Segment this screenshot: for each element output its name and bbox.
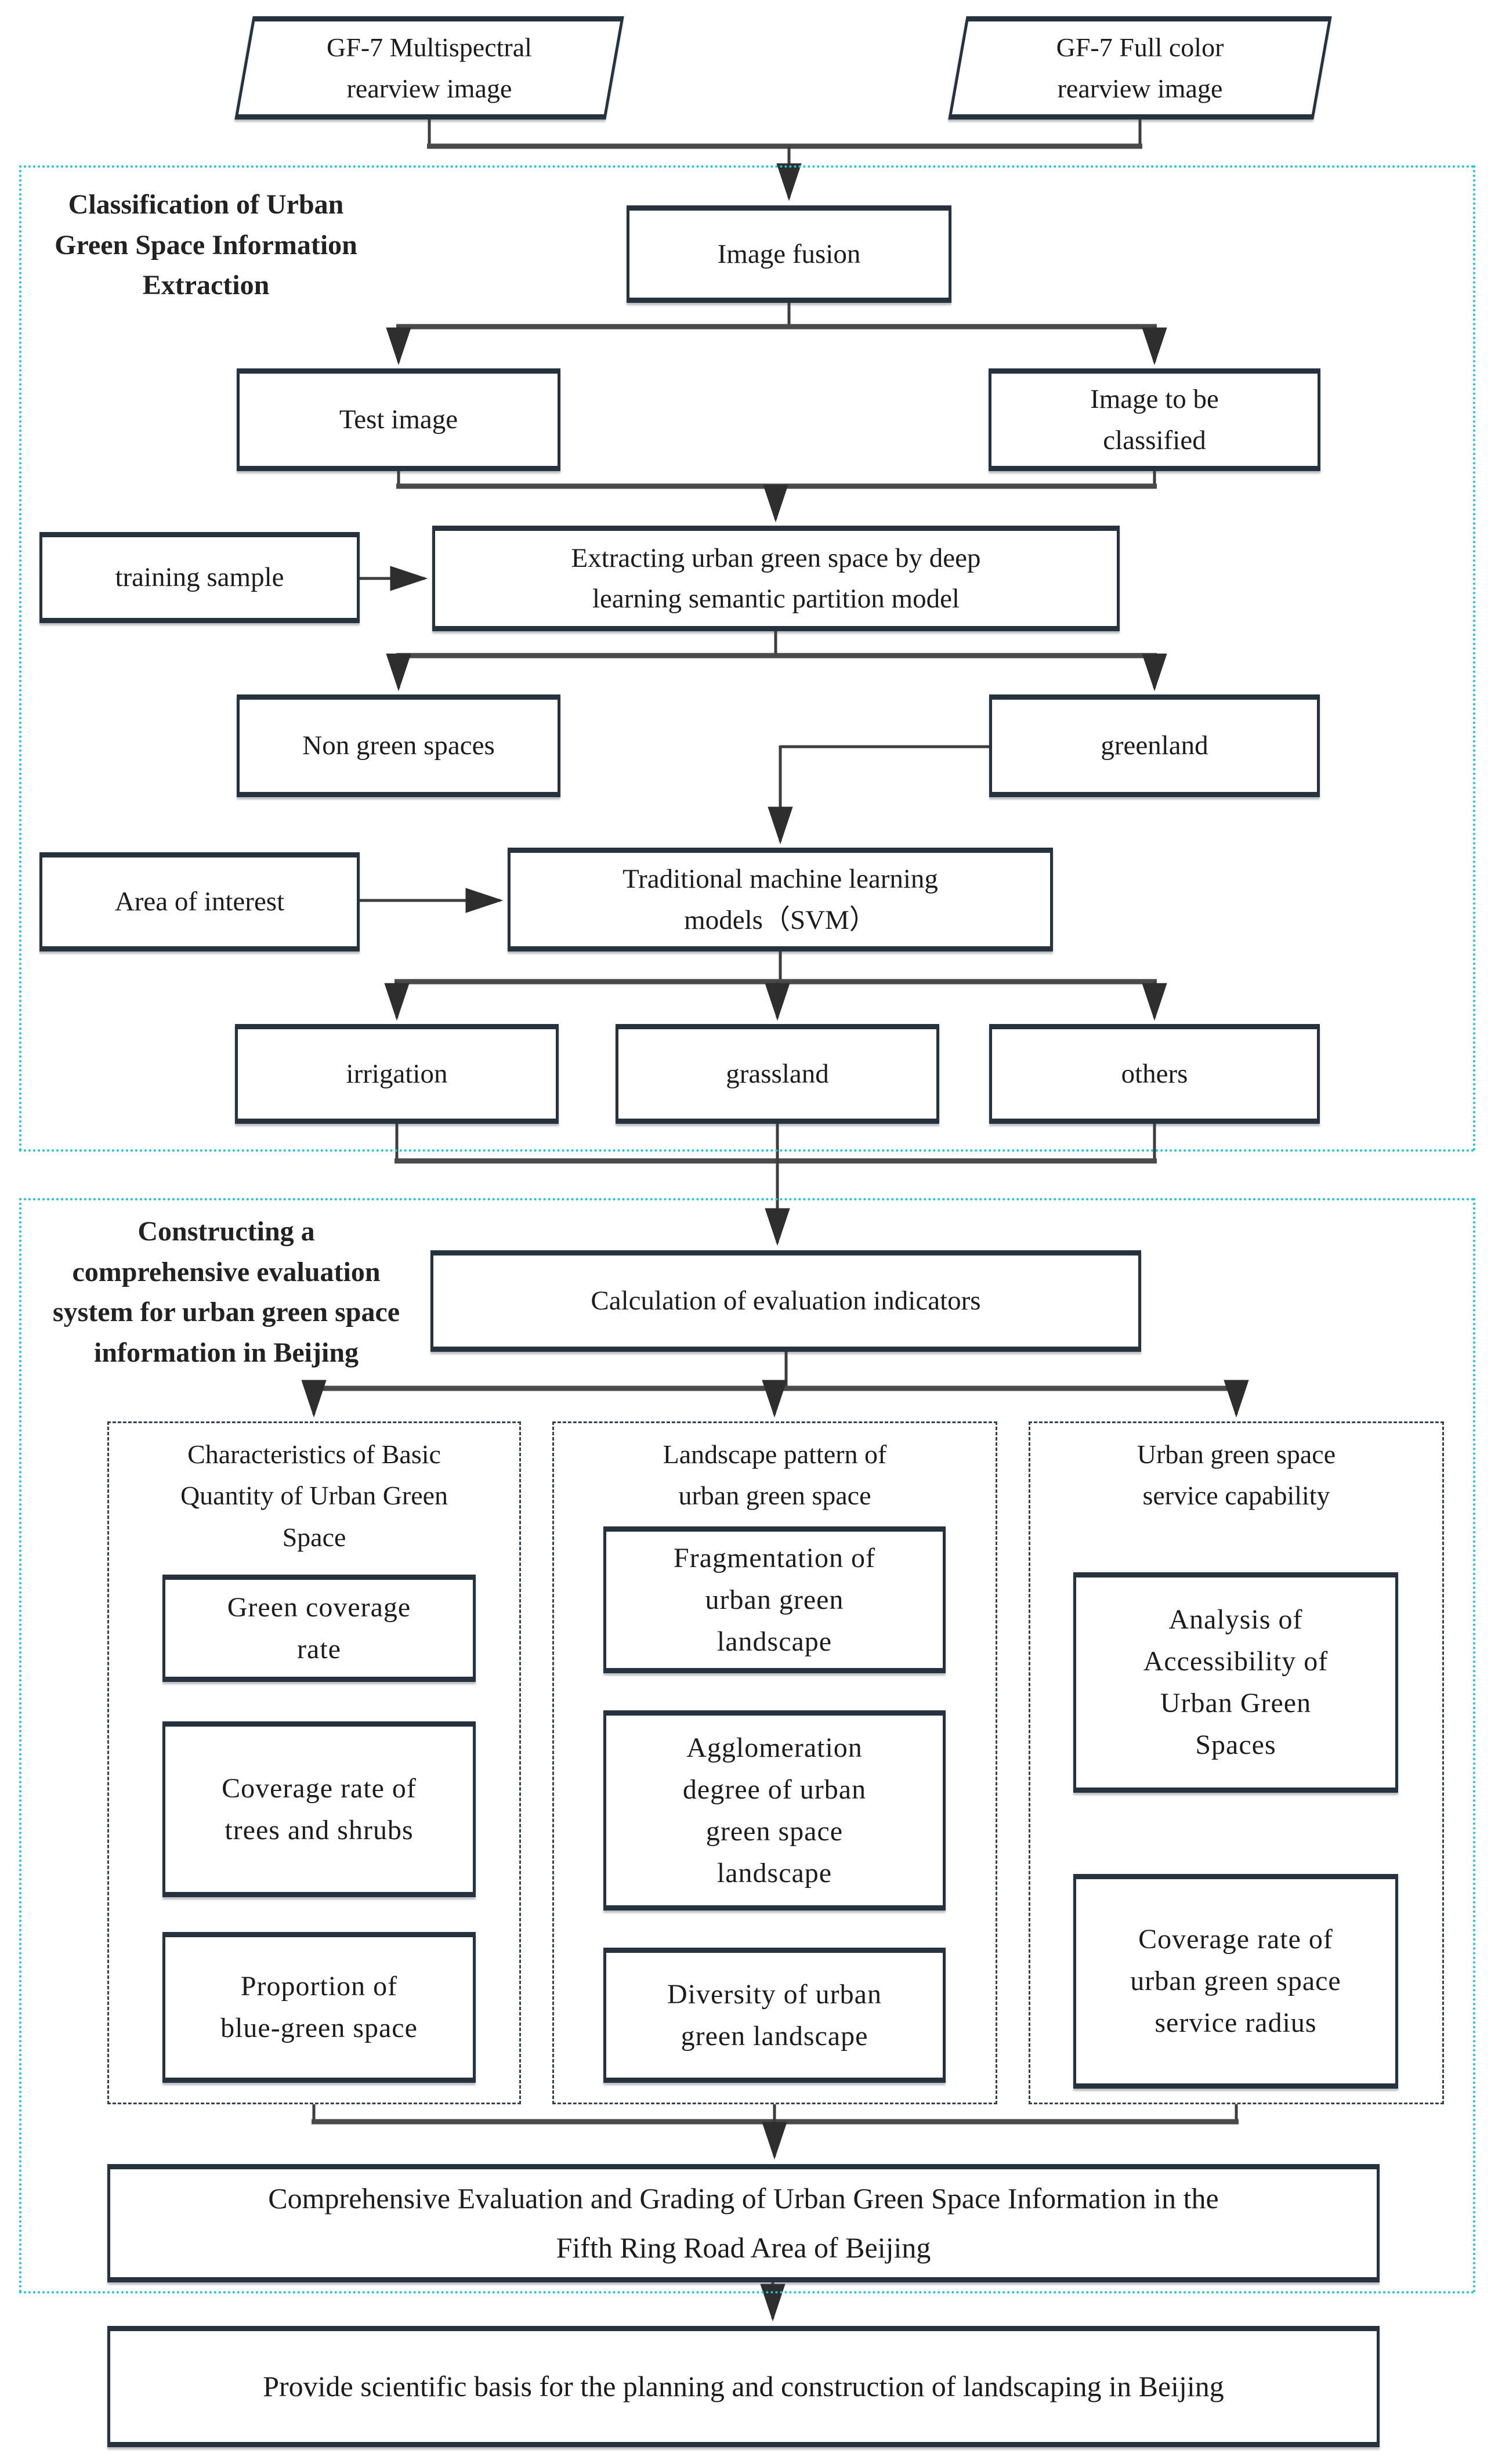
- node-calculation-indicators: Calculation of evaluation indicators: [430, 1250, 1141, 1352]
- column-service-capability-header: Urban green space service capability: [1137, 1439, 1336, 1511]
- input-fullcolor-label: GF-7 Full color rearview image: [1056, 32, 1224, 103]
- section1-frame: [19, 165, 1475, 1152]
- node-agglomeration: Agglomeration degree of urban green spac…: [603, 1710, 946, 1911]
- input-fullcolor-parallelogram: GF-7 Full color rearview image: [948, 16, 1332, 120]
- node-image-to-be-classified: Image to be classified: [989, 368, 1320, 471]
- section2-frame: [19, 1198, 1475, 2293]
- node-svm-models: Traditional machine learning models（SVM）: [508, 848, 1053, 951]
- section2-title: Constructing a comprehensive evaluation …: [52, 1216, 400, 1368]
- node-others: others: [989, 1024, 1320, 1124]
- column-landscape-pattern-header: Landscape pattern of urban green space: [663, 1439, 887, 1511]
- node-diversity: Diversity of urban green landscape: [603, 1948, 946, 2083]
- node-non-green-spaces: Non green spaces: [237, 694, 560, 797]
- input-multispectral-label: GF-7 Multispectral rearview image: [327, 32, 532, 103]
- node-greenland: greenland: [989, 694, 1320, 797]
- node-training-sample: training sample: [39, 532, 360, 623]
- node-green-coverage-rate: Green coverage rate: [162, 1575, 476, 1682]
- node-accessibility-analysis: Analysis of Accessibility of Urban Green…: [1073, 1572, 1398, 1793]
- node-grassland: grassland: [616, 1024, 939, 1124]
- section1-title: Classification of Urban Green Space Info…: [55, 189, 357, 301]
- input-multispectral-parallelogram: GF-7 Multispectral rearview image: [234, 16, 624, 120]
- node-extracting-deep-learning: Extracting urban green space by deep lea…: [432, 526, 1120, 631]
- node-area-of-interest: Area of interest: [39, 852, 360, 951]
- column-basic-quantity-header: Characteristics of Basic Quantity of Urb…: [180, 1439, 448, 1552]
- node-irrigation: irrigation: [235, 1024, 559, 1124]
- node-service-radius-coverage: Coverage rate of urban green space servi…: [1073, 1874, 1398, 2089]
- node-proportion-blue-green: Proportion of blue-green space: [162, 1932, 476, 2083]
- node-comprehensive-evaluation: Comprehensive Evaluation and Grading of …: [107, 2164, 1380, 2282]
- node-fragmentation: Fragmentation of urban green landscape: [603, 1526, 946, 1673]
- node-test-image: Test image: [237, 368, 560, 471]
- node-final-outcome: Provide scientific basis for the plannin…: [107, 2326, 1380, 2447]
- node-image-fusion: Image fusion: [627, 205, 951, 303]
- node-coverage-trees-shrubs: Coverage rate of trees and shrubs: [162, 1721, 476, 1897]
